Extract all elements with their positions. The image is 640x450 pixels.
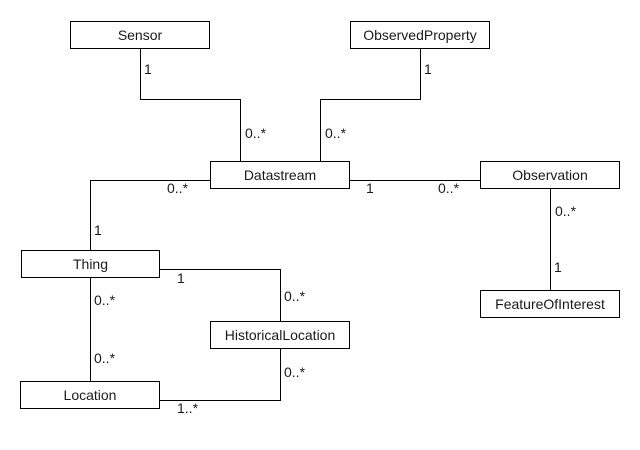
multiplicity-observedproperty-end: 1 (424, 61, 432, 77)
association-line-observedproperty-datastream (320, 99, 421, 100)
association-line-sensor-datastream (240, 99, 241, 161)
multiplicity-observation-end: 0..* (438, 180, 460, 196)
association-line-observedproperty-datastream (320, 99, 321, 161)
association-line-thing-location (90, 278, 91, 381)
multiplicity-datastream-end-from-thing: 0..* (167, 180, 189, 196)
class-box-historicallocation: HistoricalLocation (210, 321, 350, 349)
multiplicity-thing-end-to-location: 0..* (94, 292, 116, 308)
association-line-location-historicallocation (280, 349, 281, 401)
multiplicity-historicallocation-end-from-location: 0..* (284, 364, 306, 380)
association-line-observedproperty-datastream (420, 49, 421, 99)
association-line-location-historicallocation (160, 400, 281, 401)
association-line-sensor-datastream (140, 49, 141, 99)
multiplicity-location-end-from-thing: 0..* (94, 350, 116, 366)
multiplicity-sensor-end: 1 (144, 61, 152, 77)
association-line-thing-datastream (90, 180, 210, 181)
class-box-thing: Thing (21, 250, 160, 278)
class-box-observation: Observation (480, 161, 620, 189)
multiplicity-observation-end-to-foi: 0..* (555, 203, 577, 219)
multiplicity-datastream-end-from-obsprop: 0..* (325, 125, 347, 141)
class-box-sensor: Sensor (70, 21, 210, 49)
class-box-featureofinterest: FeatureOfInterest (480, 290, 620, 318)
association-line-thing-datastream (90, 180, 91, 250)
multiplicity-thing-end-to-datastream: 1 (94, 222, 102, 238)
association-line-sensor-datastream (140, 99, 241, 100)
class-box-datastream: Datastream (210, 161, 350, 189)
association-line-thing-historicallocation (280, 269, 281, 321)
class-box-observedproperty: ObservedProperty (350, 21, 490, 49)
multiplicity-historicallocation-end-from-thing: 0..* (284, 288, 306, 304)
association-line-datastream-observation (350, 180, 480, 181)
association-line-thing-historicallocation (160, 269, 281, 270)
multiplicity-location-end-to-histloc: 1..* (177, 400, 199, 416)
class-box-location: Location (20, 381, 160, 409)
multiplicity-featureofinterest-end: 1 (554, 259, 562, 275)
multiplicity-datastream-end-from-sensor: 0..* (245, 125, 267, 141)
association-line-observation-featureofinterest (550, 189, 551, 290)
multiplicity-thing-end-to-histloc: 1 (177, 270, 185, 286)
multiplicity-datastream-end-to-observation: 1 (366, 180, 374, 196)
